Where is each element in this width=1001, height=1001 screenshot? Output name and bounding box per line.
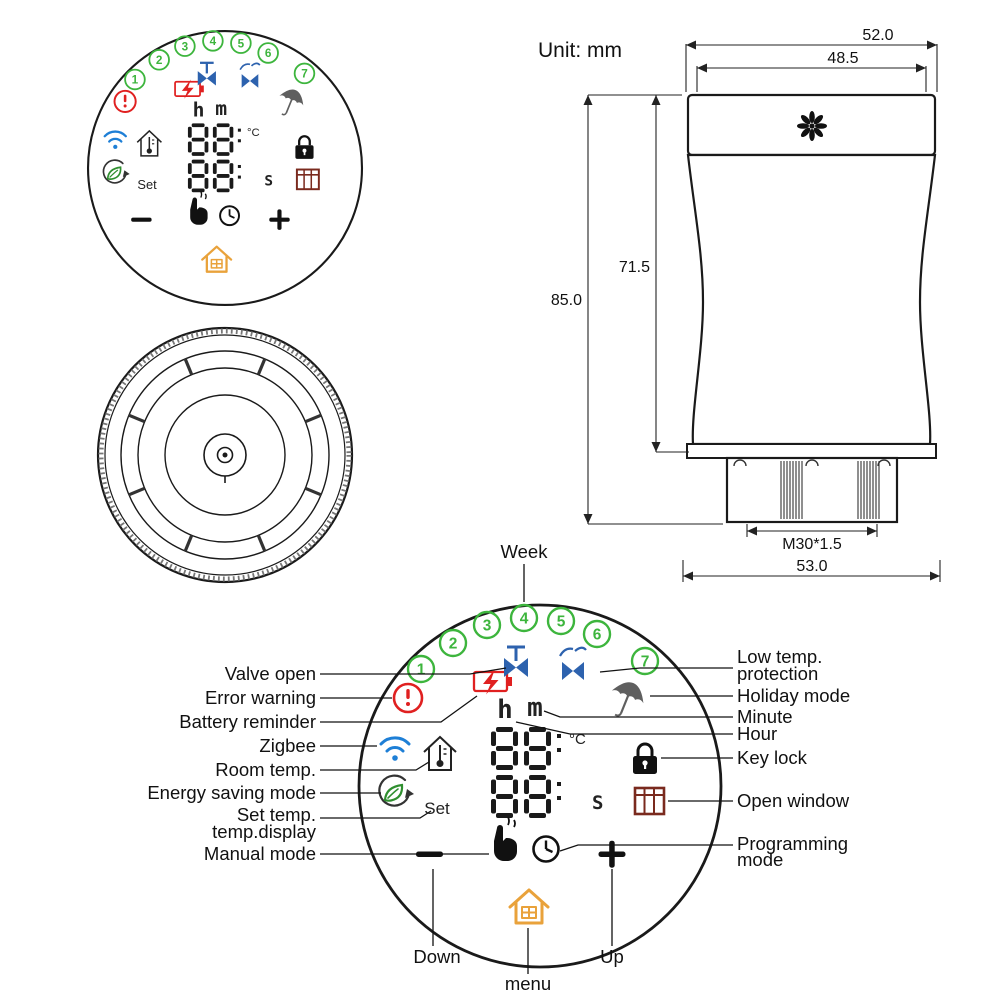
label-down: Down: [413, 946, 460, 967]
cap-flower-icon: [797, 111, 827, 141]
unit-label: Unit: mm: [538, 39, 622, 62]
label-manual-mode: Manual mode: [204, 843, 316, 864]
label-menu: menu: [505, 973, 551, 994]
device-body: [686, 153, 937, 446]
label-room-temp: Room temp.: [215, 759, 316, 780]
dim-total-height: 85.0: [551, 292, 582, 309]
label-minute: Minute: [737, 706, 793, 727]
dimension-lines: [583, 40, 941, 582]
label-programming-line2: mode: [737, 849, 783, 870]
annotation-labels: Week Valve open Error warning Battery re…: [147, 541, 850, 994]
dim-top-width: 52.0: [862, 27, 893, 44]
mounting-tabs: [128, 358, 322, 552]
display-face-small: [88, 31, 362, 305]
label-hour: Hour: [737, 723, 777, 744]
display-face-large: [359, 605, 721, 967]
dim-thread: M30*1.5: [782, 536, 842, 553]
leader-lines: [320, 564, 733, 974]
label-energy-saving: Energy saving mode: [147, 782, 316, 803]
dimension-texts: 52.0 48.5 85.0 71.5 M30*1.5 53.0 Unit: m…: [538, 27, 894, 575]
label-up: Up: [600, 946, 624, 967]
label-low-temp-line2: protection: [737, 663, 818, 684]
label-set-temp-line2: temp.display: [212, 821, 317, 842]
label-holiday-mode: Holiday mode: [737, 685, 850, 706]
label-week: Week: [501, 541, 549, 562]
body-flare: [686, 443, 937, 459]
label-zigbee: Zigbee: [259, 735, 316, 756]
label-battery-reminder: Battery reminder: [179, 711, 316, 732]
connector-ribs: [780, 461, 880, 519]
side-view: [686, 93, 937, 524]
label-set-temp-line1: Set temp.: [237, 804, 316, 825]
dim-bottom-width: 53.0: [796, 558, 827, 575]
dim-body-height: 71.5: [619, 259, 650, 276]
label-programming-line1: Programming: [737, 833, 848, 854]
connector-marks: [733, 459, 891, 467]
label-error-warning: Error warning: [205, 687, 316, 708]
valve-connector: [725, 456, 899, 524]
label-valve-open: Valve open: [225, 663, 316, 684]
label-key-lock: Key lock: [737, 747, 808, 768]
label-low-temp-line1: Low temp.: [737, 646, 822, 667]
valve-back-view: [96, 326, 354, 584]
label-open-window: Open window: [737, 790, 850, 811]
dim-top-inner: 48.5: [827, 50, 858, 67]
